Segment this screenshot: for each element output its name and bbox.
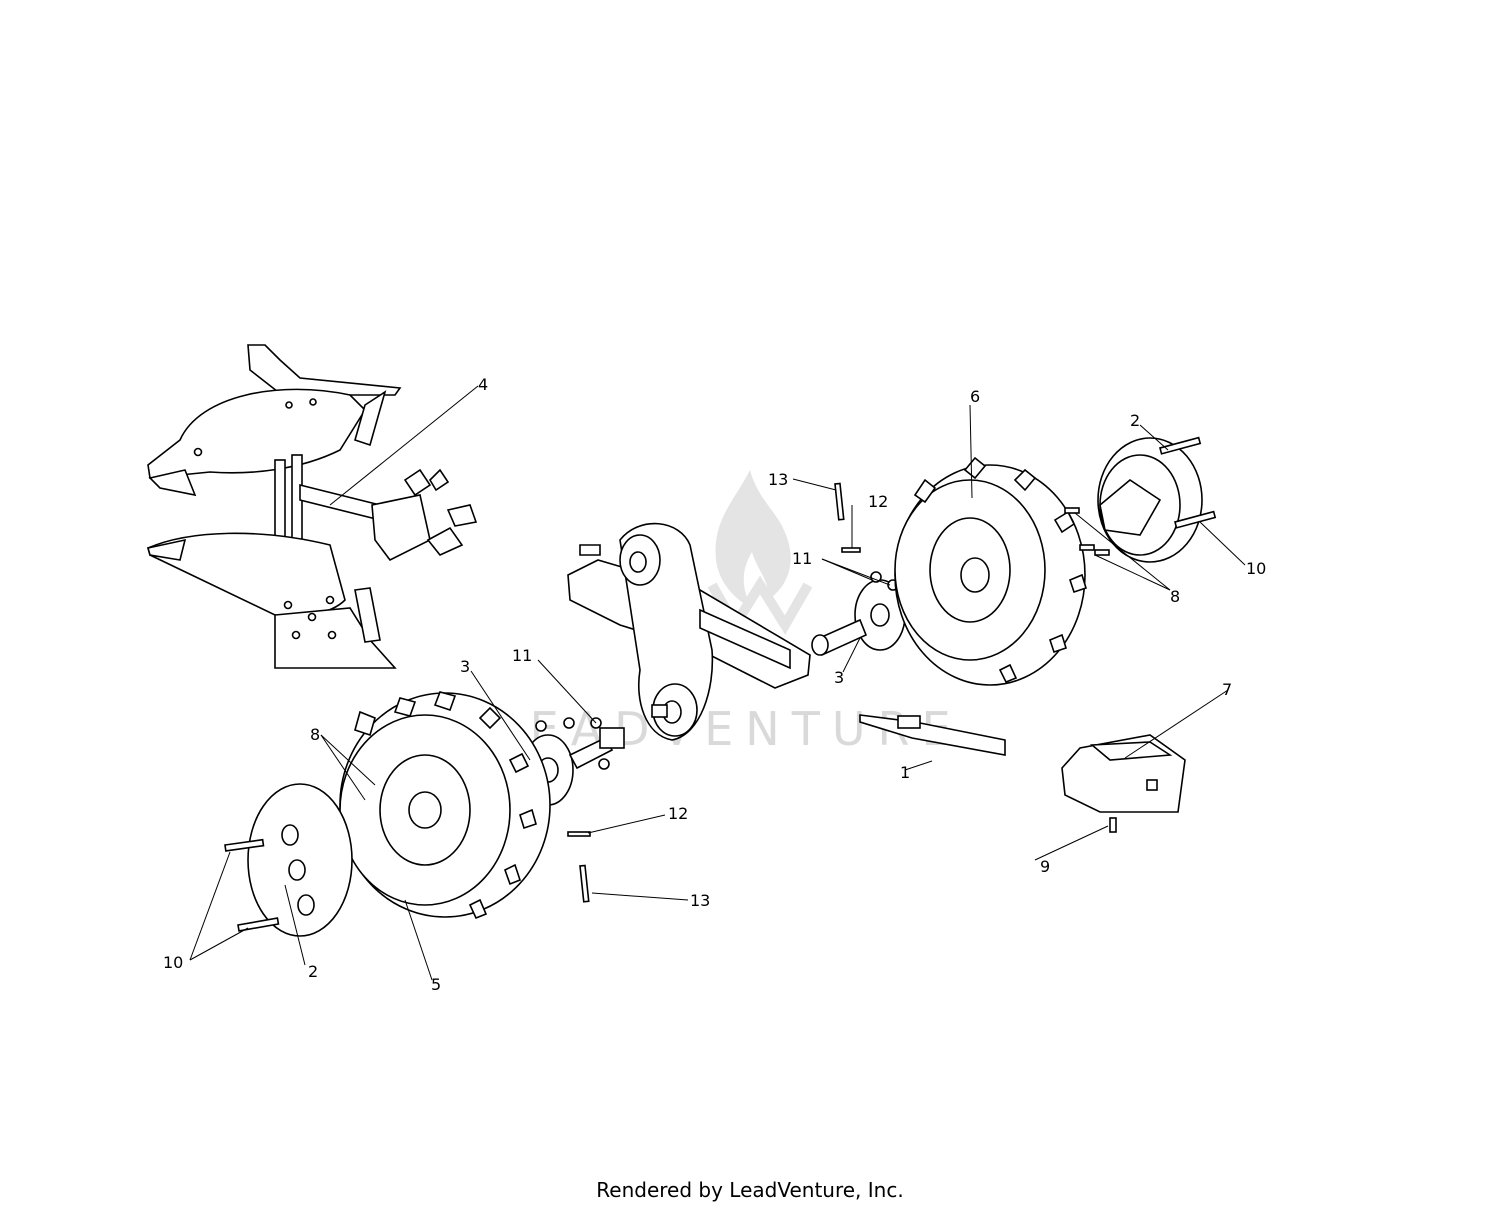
callout-1: 1: [900, 763, 910, 782]
callout-6: 6: [970, 387, 980, 406]
callout-2-right: 2: [1130, 411, 1140, 430]
callout-11-left: 11: [512, 646, 532, 665]
callout-10-right: 10: [1246, 559, 1266, 578]
bolts-right: [1159, 436, 1217, 529]
plow-assembly: [146, 344, 478, 669]
callout-8-right: 8: [1170, 587, 1180, 606]
flame-logo-icon: [707, 470, 813, 635]
callout-4: 4: [478, 375, 488, 394]
wheel-weight-left: [247, 783, 353, 937]
wheel-weight-right: [1097, 437, 1203, 563]
callout-7: 7: [1222, 680, 1232, 699]
callout-13-bottom: 13: [690, 891, 710, 910]
wheel-left: [339, 691, 551, 920]
bar: [859, 714, 1006, 756]
wheel-right: [894, 456, 1087, 686]
callout-10-left: 10: [163, 953, 183, 972]
studs-right: [1064, 507, 1110, 556]
pins: [567, 547, 861, 837]
screw: [1109, 817, 1117, 833]
callout-8-left: 8: [310, 725, 320, 744]
callout-12-bottom: 12: [668, 804, 688, 823]
watermark: LEADVENTURE: [492, 470, 963, 756]
callout-13-top: 13: [768, 470, 788, 489]
callout-5: 5: [431, 975, 441, 994]
bolts-left: [224, 838, 280, 932]
callout-11-right: 11: [792, 549, 812, 568]
hub-right: [811, 579, 906, 657]
callout-2-left: 2: [308, 962, 318, 981]
callout-12-top: 12: [868, 492, 888, 511]
callout-9: 9: [1040, 857, 1050, 876]
callout-3-left: 3: [460, 657, 470, 676]
clevis-pins: [579, 482, 845, 903]
callout-3-right: 3: [834, 668, 844, 687]
footer-credit: Rendered by LeadVenture, Inc.: [596, 1178, 904, 1202]
callouts: 4 1 9 7 6 2 10 8 13 12 11 3 3 11 8 12 13…: [163, 375, 1266, 994]
cover: [1061, 734, 1186, 813]
leader-lines: [189, 385, 1246, 981]
watermark-text: LEADVENTURE: [492, 702, 963, 756]
transmission-frame: [567, 522, 811, 741]
